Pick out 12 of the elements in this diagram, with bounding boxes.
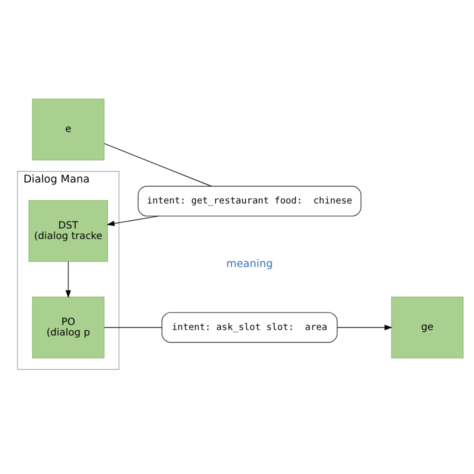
connector bbox=[103, 327, 162, 328]
node-box: intent: ask_slot slot: area bbox=[161, 312, 338, 343]
arrow bbox=[65, 261, 70, 298]
node-box: DST (dialog tracke bbox=[28, 200, 108, 262]
label: meaning bbox=[226, 256, 272, 270]
node-box: intent: get_restaurant food: chinese bbox=[137, 186, 361, 216]
node-box: ge bbox=[390, 296, 464, 358]
arrow bbox=[336, 324, 392, 330]
node-box: e bbox=[32, 98, 104, 160]
node-box: PO (dialog p bbox=[32, 296, 104, 358]
connector bbox=[103, 143, 212, 187]
arrow bbox=[106, 216, 159, 226]
